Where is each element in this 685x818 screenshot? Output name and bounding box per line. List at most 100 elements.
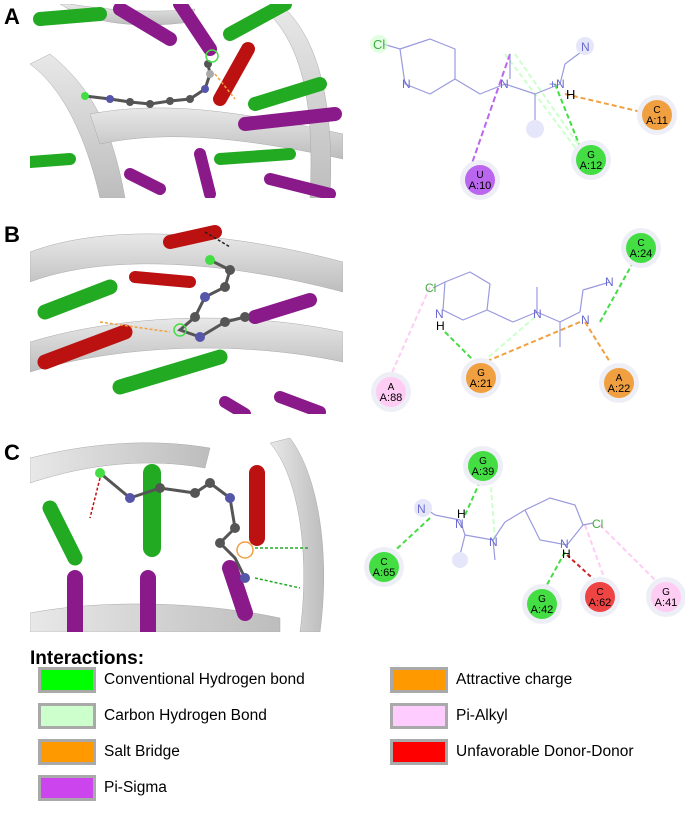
- panel-c-3d-render: [30, 438, 343, 632]
- atom-halo: [370, 35, 388, 53]
- rna-base-red: [213, 42, 255, 106]
- panel-c-2d-diagram: Cl N H N N H N: [355, 440, 680, 640]
- rna-base-red: [129, 271, 196, 288]
- interaction-pi-sigma: [469, 53, 511, 170]
- legend-item: Conventional Hydrogen bond: [38, 667, 305, 693]
- rna-base-purple: [113, 4, 177, 46]
- rna-base-purple: [173, 4, 217, 56]
- atom-label-n-amine: N: [533, 307, 542, 321]
- rna-base-green: [37, 279, 118, 320]
- panel-b-3d-render: [30, 222, 343, 414]
- atom-halo: [452, 552, 468, 568]
- legend-label: Pi-Alkyl: [456, 707, 508, 724]
- legend-item: Pi-Sigma: [38, 775, 167, 801]
- rna-base-purple: [124, 168, 166, 195]
- atom-label-nh-ring: N: [560, 537, 569, 551]
- legend-item: Attractive charge: [390, 667, 572, 693]
- rna-base-green: [42, 500, 83, 566]
- atom-label-h-imine: H: [457, 507, 466, 521]
- interaction-carbon-hbond: [504, 53, 581, 155]
- legend-swatch: [38, 739, 96, 765]
- atom-halo: [526, 120, 544, 138]
- atom-label-n-nitrile: N: [417, 502, 426, 516]
- ligand-ball-and-stick: [89, 468, 310, 589]
- panel-b-2d-diagram: Cl N H N N N: [355, 222, 680, 422]
- molecule-bonds: [382, 38, 586, 129]
- interaction-conventional-hbond: [386, 517, 431, 559]
- atom-halo: [414, 499, 432, 517]
- ligand-ball-and-stick: [99, 231, 250, 342]
- interaction-unfavorable-donor-donor: [566, 554, 601, 586]
- rna-base-green: [33, 7, 107, 26]
- backbone-ribbon: [264, 4, 331, 198]
- atom-label-h: H: [436, 319, 445, 333]
- interaction-pi-alkyl: [584, 524, 606, 581]
- legend-label: Salt Bridge: [104, 743, 180, 760]
- rna-base-purple: [194, 148, 216, 198]
- atom-label-h-ring: H: [562, 547, 571, 561]
- rna-base-green: [223, 4, 292, 41]
- interaction-attractive-charge: [564, 93, 651, 115]
- interaction-attractive-charge: [584, 321, 611, 363]
- interaction-carbon-hbond: [482, 316, 536, 363]
- panel-c-2d-svg: Cl N H N N H N: [386, 474, 661, 593]
- interaction-pi-alkyl: [599, 524, 661, 586]
- interaction-pi-alkyl: [389, 286, 431, 378]
- legend-item: Pi-Alkyl: [390, 703, 508, 729]
- legend-label: Conventional Hydrogen bond: [104, 671, 305, 688]
- panel-letter-c: C: [4, 440, 20, 465]
- atom-label-n-imine: N: [455, 517, 464, 531]
- legend-item: Carbon Hydrogen Bond: [38, 703, 267, 729]
- atom-label-nh: N: [435, 307, 444, 321]
- atom-label-n-imine: N: [581, 313, 590, 327]
- panel-letter-b: B: [4, 222, 20, 247]
- panel-letter-a: A: [4, 4, 20, 29]
- legend-item: Unfavorable Donor-Donor: [390, 739, 633, 765]
- rna-base-green: [214, 148, 296, 165]
- rna-base-purple: [264, 173, 336, 198]
- atom-label-cl: Cl: [425, 281, 436, 295]
- panel-a-3d-render: [30, 4, 343, 198]
- legend-label: Unfavorable Donor-Donor: [456, 743, 634, 760]
- rna-base-purple: [274, 391, 326, 414]
- atom-label-cl: Cl: [592, 517, 603, 531]
- atom-halo: [576, 37, 594, 55]
- backbone-ribbon: [30, 233, 343, 293]
- rna-base-red: [163, 225, 222, 249]
- panel-c-3d-svg: [30, 438, 343, 632]
- atom-label-n-nitrile: N: [605, 275, 614, 289]
- interaction-conventional-hbond: [444, 331, 476, 363]
- atom-label-n-amine: N: [489, 535, 498, 549]
- interaction-conventional-hbond: [464, 474, 484, 516]
- legend-swatch: [38, 667, 96, 693]
- backbone-ribbon: [269, 438, 324, 632]
- rna-base-green: [248, 77, 327, 111]
- rna-base-purple: [219, 396, 251, 414]
- atom-label-n-plus: +N: [549, 77, 565, 91]
- rna-base-green: [30, 153, 76, 168]
- panel-b-3d-svg: [30, 222, 343, 414]
- panel-b-2d-svg: Cl N H N N N: [389, 249, 641, 378]
- backbone-ribbon: [30, 442, 211, 484]
- legend-item: Salt Bridge: [38, 739, 180, 765]
- atom-label-h: H: [566, 87, 575, 102]
- rna-base-purple: [222, 560, 253, 621]
- atom-label-n-ring: N: [402, 77, 411, 91]
- legend-swatch: [38, 775, 96, 801]
- atom-label-n-amine: N: [500, 77, 509, 91]
- rna-base-purple: [238, 107, 342, 131]
- interaction-carbon-hbond: [514, 53, 586, 155]
- legend-swatch: [38, 703, 96, 729]
- rna-base-purple: [248, 293, 317, 324]
- legend-swatch: [390, 739, 448, 765]
- legend-title: Interactions:: [30, 648, 145, 669]
- backbone-ribbon: [89, 107, 343, 160]
- panel-a-2d-diagram: Cl N N +N H N: [355, 4, 680, 204]
- legend-swatch: [390, 667, 448, 693]
- rna-base-red: [37, 324, 133, 370]
- ligand-ball-and-stick: [81, 49, 236, 108]
- legend-label: Pi-Sigma: [104, 779, 167, 796]
- atom-label-cl: Cl: [373, 37, 385, 52]
- legend-label: Carbon Hydrogen Bond: [104, 707, 267, 724]
- interaction-salt-bridge: [484, 321, 581, 363]
